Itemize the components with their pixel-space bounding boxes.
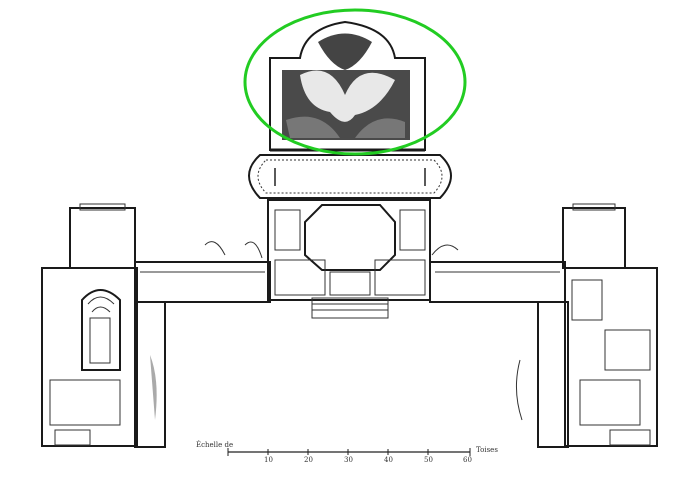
scale-tick-10: 10 [264,456,273,464]
scale-label-left: Échelle de [196,441,234,449]
garden-parterre [269,20,426,152]
scale-tick-50: 50 [424,456,433,464]
oval-pavilion [248,154,452,199]
highlight-ellipse [243,8,467,156]
scale-tick-60: 60 [463,456,472,464]
scale-tick-40: 40 [384,456,393,464]
central-block [267,199,431,319]
right-wing [516,203,658,448]
scale-label-right: Toises [476,446,498,454]
scale-bar [227,448,471,456]
scale-tick-20: 20 [304,456,313,464]
left-wing [41,203,166,448]
scale-tick-30: 30 [344,456,353,464]
galleries [134,241,566,303]
